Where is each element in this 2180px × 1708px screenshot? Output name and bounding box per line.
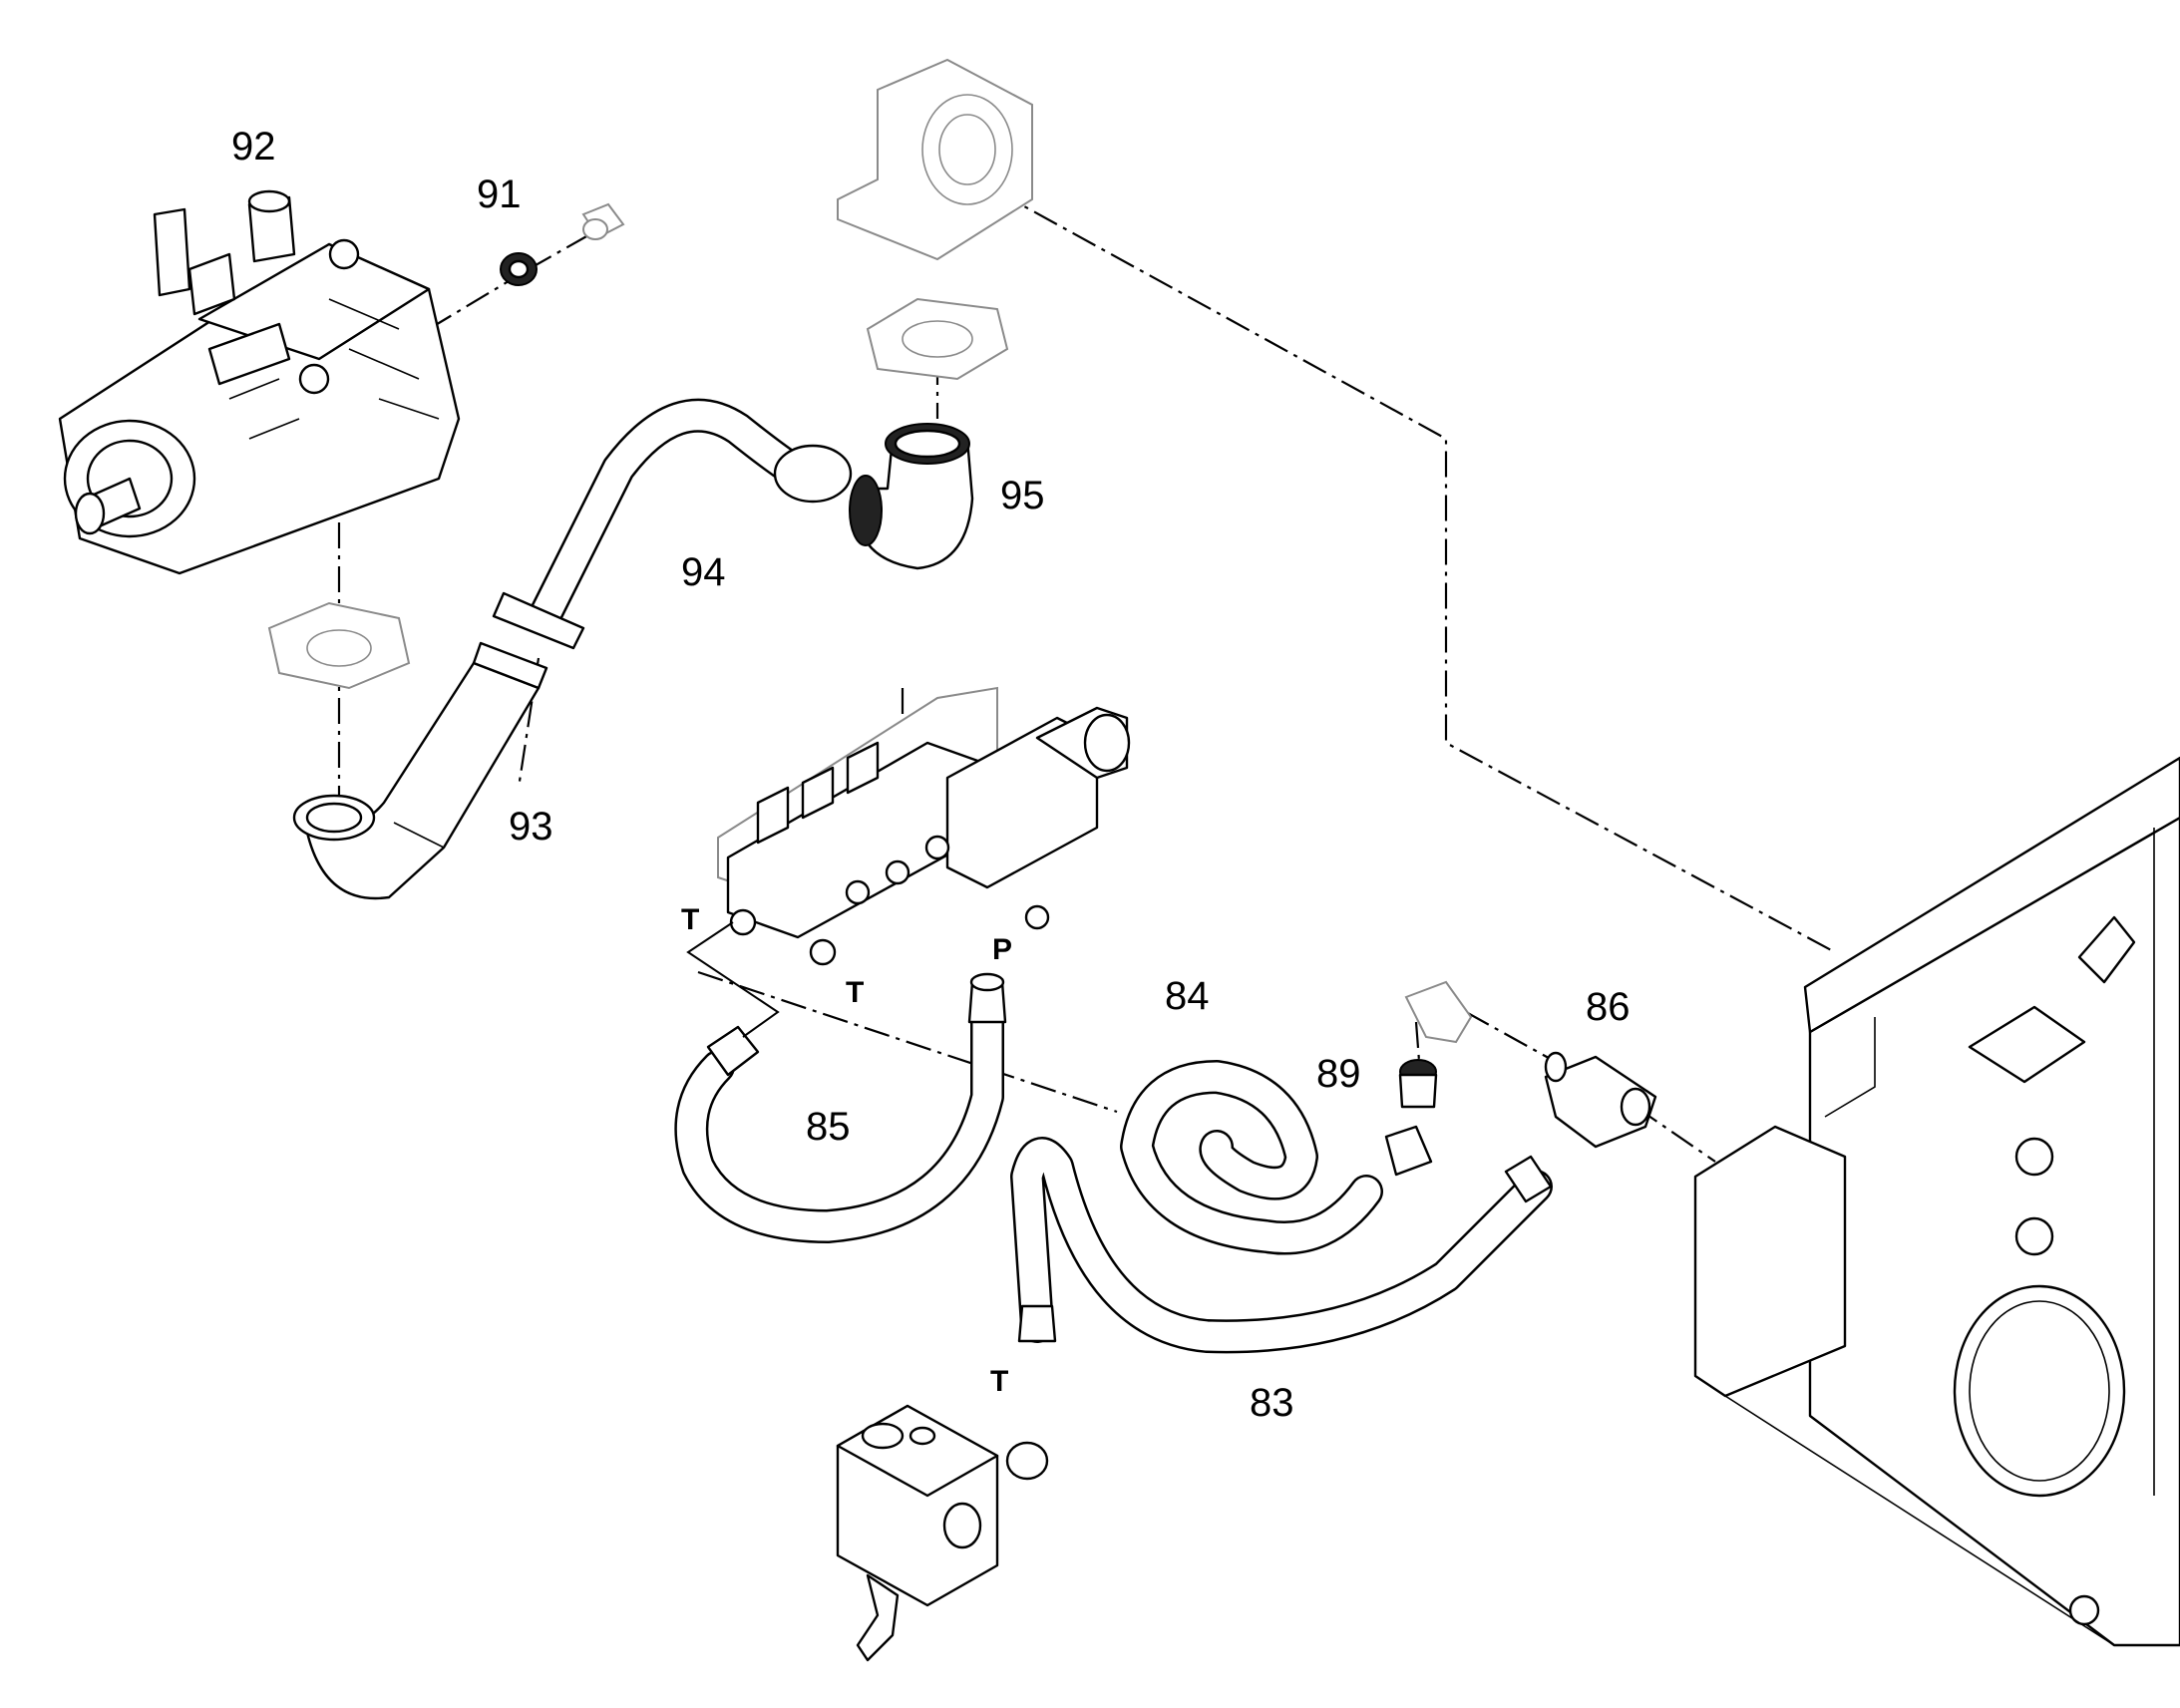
callout-86: 86	[1586, 985, 1631, 1029]
tee-fitting-86	[1544, 1051, 1657, 1149]
pump-flange	[267, 601, 411, 690]
port-labels: T T P T	[681, 903, 1012, 1398]
hydraulic-tank	[1693, 756, 2180, 1647]
elbow-pipe-93	[292, 641, 548, 900]
callout-85: 85	[806, 1105, 851, 1149]
callout-89: 89	[1316, 1052, 1361, 1096]
hose-84	[1120, 1060, 1433, 1255]
port-t-middle: T	[846, 976, 864, 1009]
hose-94	[492, 398, 853, 650]
control-valve-block	[717, 686, 1131, 966]
port-t-left: T	[681, 903, 699, 936]
hose-83	[1010, 1137, 1553, 1354]
adapter-89	[1398, 1059, 1438, 1109]
callout-95: 95	[1000, 474, 1045, 517]
callout-83: 83	[1250, 1381, 1294, 1425]
port-p: P	[992, 933, 1012, 966]
elbow-fitting	[1404, 980, 1473, 1044]
callout-labels: 92 91 95 94 93 84 86 89 85 83	[231, 125, 1631, 1425]
intake-housing	[837, 58, 1033, 381]
port-leader-lines	[686, 921, 780, 1038]
port-t-bottom: T	[990, 1365, 1008, 1398]
callout-94: 94	[681, 550, 726, 594]
callout-91: 91	[477, 172, 522, 216]
fitting-91	[500, 202, 625, 286]
hose-85	[674, 972, 1007, 1243]
relief-valve-block	[836, 1404, 1049, 1662]
callout-84: 84	[1165, 974, 1210, 1018]
elbow-95	[849, 423, 974, 570]
callout-92: 92	[231, 125, 276, 169]
hydraulic-pump	[58, 189, 461, 575]
callout-93: 93	[509, 805, 553, 849]
